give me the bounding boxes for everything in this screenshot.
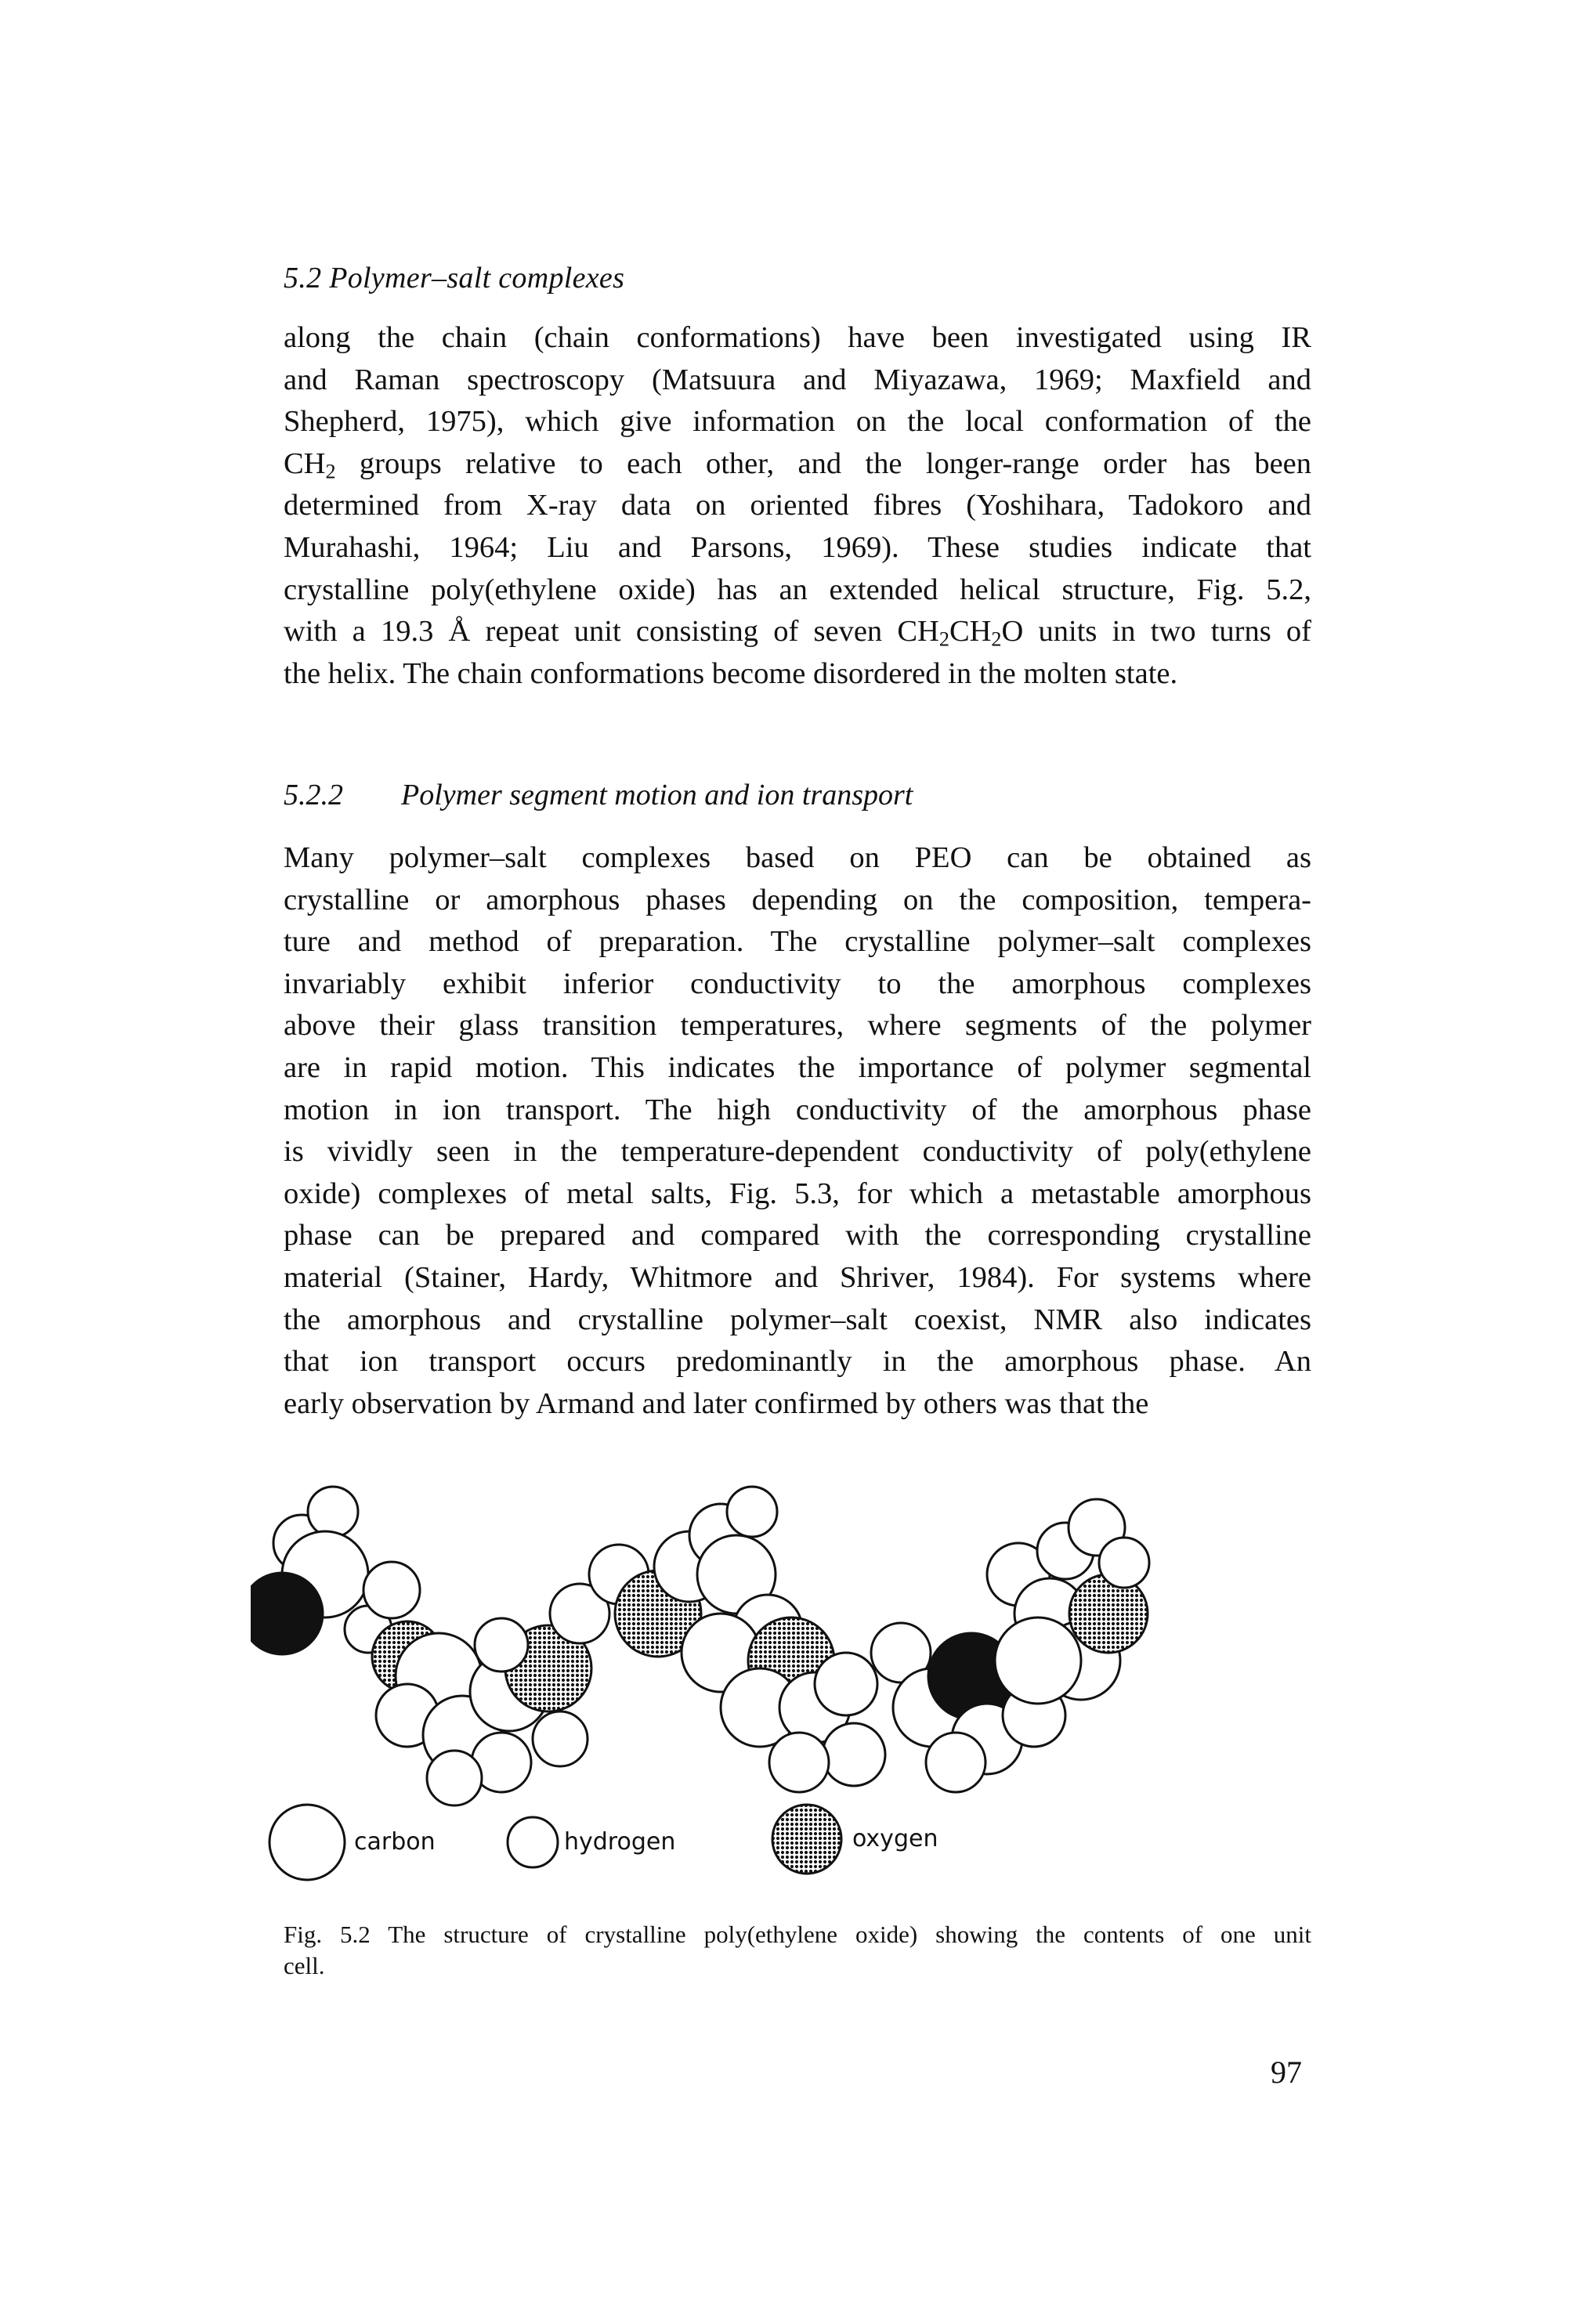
paragraph_2-line: that ion transport occurs predominantly … [284,1345,1311,1379]
paragraph_1-line: Murahashi, 1964; Liu and Parsons, 1969).… [284,530,1311,564]
hydrogen-atom [306,1485,360,1538]
figure-caption: Fig. 5.2 The structure of crystalline po… [284,1919,1311,1982]
oxygen-atom [1068,1573,1149,1654]
paragraph_1-line: the helix. The chain conformations becom… [284,656,1178,690]
paragraph_2-line: ture and method of preparation. The crys… [284,925,1311,959]
paragraph_1-line: and Raman spectroscopy (Matsuura and Miy… [284,363,1311,396]
section-number: 5.2.2 [284,779,343,811]
legend-symbols [268,1803,843,1881]
legend-hydrogen-label: hydrogen [564,1828,676,1856]
peo-helix-figure [251,1485,1151,1807]
figure-legend: carbon hydrogen oxygen [259,1794,1042,1896]
caption-line: cell. [284,1952,325,1979]
hydrogen-atom [473,1617,530,1673]
hydrogen-atom [1097,1536,1151,1589]
running-head: 5.2 Polymer–salt complexes [284,262,625,295]
oxygen-legend-icon [771,1803,843,1875]
carbon-atom [993,1616,1083,1705]
hydrogen-legend-icon [506,1816,559,1869]
hydrogen-atom [813,1651,879,1717]
page-number: 97 [1271,2055,1302,2090]
caption-line: Fig. 5.2 The structure of crystalline po… [284,1921,1311,1948]
hydrogen-atom [924,1731,987,1794]
paragraph_2-line: motion in ion transport. The high conduc… [284,1093,1311,1126]
hydrogen-atom [362,1560,421,1620]
paragraph_1-line: along the chain (chain conformations) ha… [284,321,1311,354]
paragraph_2-line: oxide) complexes of metal salts, Fig. 5.… [284,1176,1311,1210]
hydrogen-atom [768,1731,830,1794]
paragraph_2-line: material (Stainer, Hardy, Whitmore and S… [284,1260,1311,1294]
paragraph-1: along the chain (chain conformations) ha… [284,317,1311,695]
hydrogen-atom [425,1749,483,1807]
paragraph_2-line: crystalline or amorphous phases dependin… [284,883,1311,916]
paragraph_2-line: invariably exhibit inferior conductivity… [284,967,1311,1000]
hydrogen-atom [531,1710,589,1768]
paragraph_2-line: is vividly seen in the temperature-depen… [284,1135,1311,1169]
hydrogen-atom [725,1485,779,1538]
hydrogen-atom [548,1582,611,1645]
legend-oxygen-label: oxygen [852,1825,938,1852]
section-title: Polymer segment motion and ion transport [401,779,913,811]
paragraph-2: Many polymer–salt complexes based on PEO… [284,837,1311,1425]
paragraph_2-line: above their glass transition temperature… [284,1009,1311,1043]
paragraph_1-line: determined from X-ray data on oriented f… [284,489,1311,522]
paragraph_2-line: early observation by Armand and later co… [284,1386,1149,1420]
paragraph_1-line: Shepherd, 1975), which give information … [284,405,1311,439]
paragraph_1-line: crystalline poly(ethylene oxide) has an … [284,573,1311,606]
paragraph_1-line: CH2 groups relative to each other, and t… [284,446,1311,483]
paragraph_2-line: phase can be prepared and compared with … [284,1219,1311,1252]
paragraph_1-line: with a 19.3 Å repeat unit consisting of … [284,615,1311,651]
paragraph_2-line: are in rapid motion. This indicates the … [284,1050,1311,1084]
section-heading: 5.2.2 Polymer segment motion and ion tran… [284,778,913,812]
oxygen-atom-dark [251,1571,324,1656]
carbon-legend-icon [268,1803,346,1881]
paragraph_2-line: the amorphous and crystalline polymer–sa… [284,1303,1311,1336]
legend-carbon-label: carbon [354,1828,436,1856]
paragraph_2-line: Many polymer–salt complexes based on PEO… [284,841,1311,874]
hydrogen-atom [821,1722,887,1787]
